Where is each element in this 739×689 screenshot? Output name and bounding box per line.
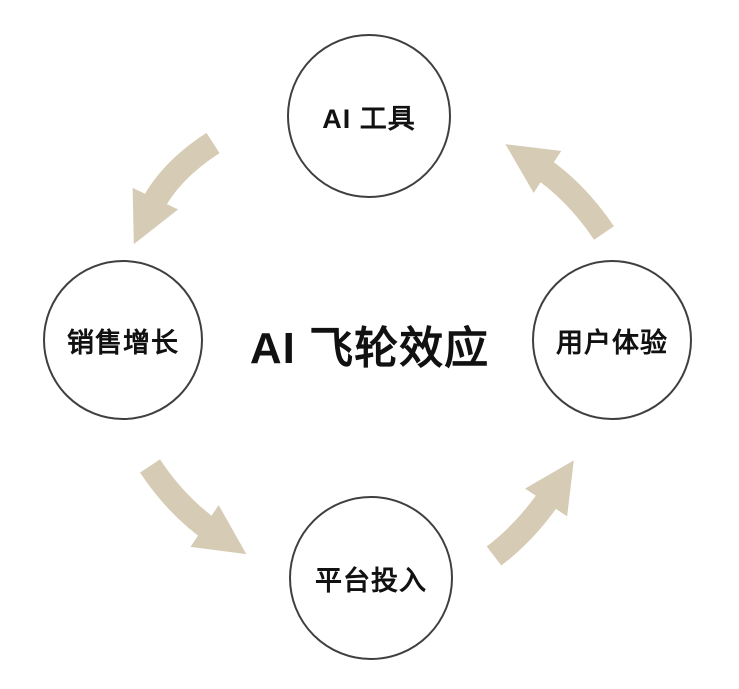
node-ai-tools: AI 工具: [287, 34, 451, 198]
node-sales-growth-label: 销售增长: [67, 327, 179, 358]
node-user-experience: 用户体验: [532, 260, 692, 420]
arrow-right-to-top-icon: [505, 144, 614, 240]
arrow-left-to-bottom-icon: [140, 459, 247, 555]
node-ai-tools-label: AI 工具: [322, 103, 416, 134]
node-platform-investment-label: 平台投入: [315, 565, 427, 596]
arrow-top-to-left-icon: [132, 132, 220, 245]
node-user-experience-label: 用户体验: [556, 327, 668, 358]
node-sales-growth: 销售增长: [43, 260, 203, 420]
node-platform-investment: 平台投入: [289, 496, 453, 660]
arrow-bottom-to-right-icon: [486, 460, 574, 566]
diagram-title: AI 飞轮效应: [249, 324, 490, 373]
